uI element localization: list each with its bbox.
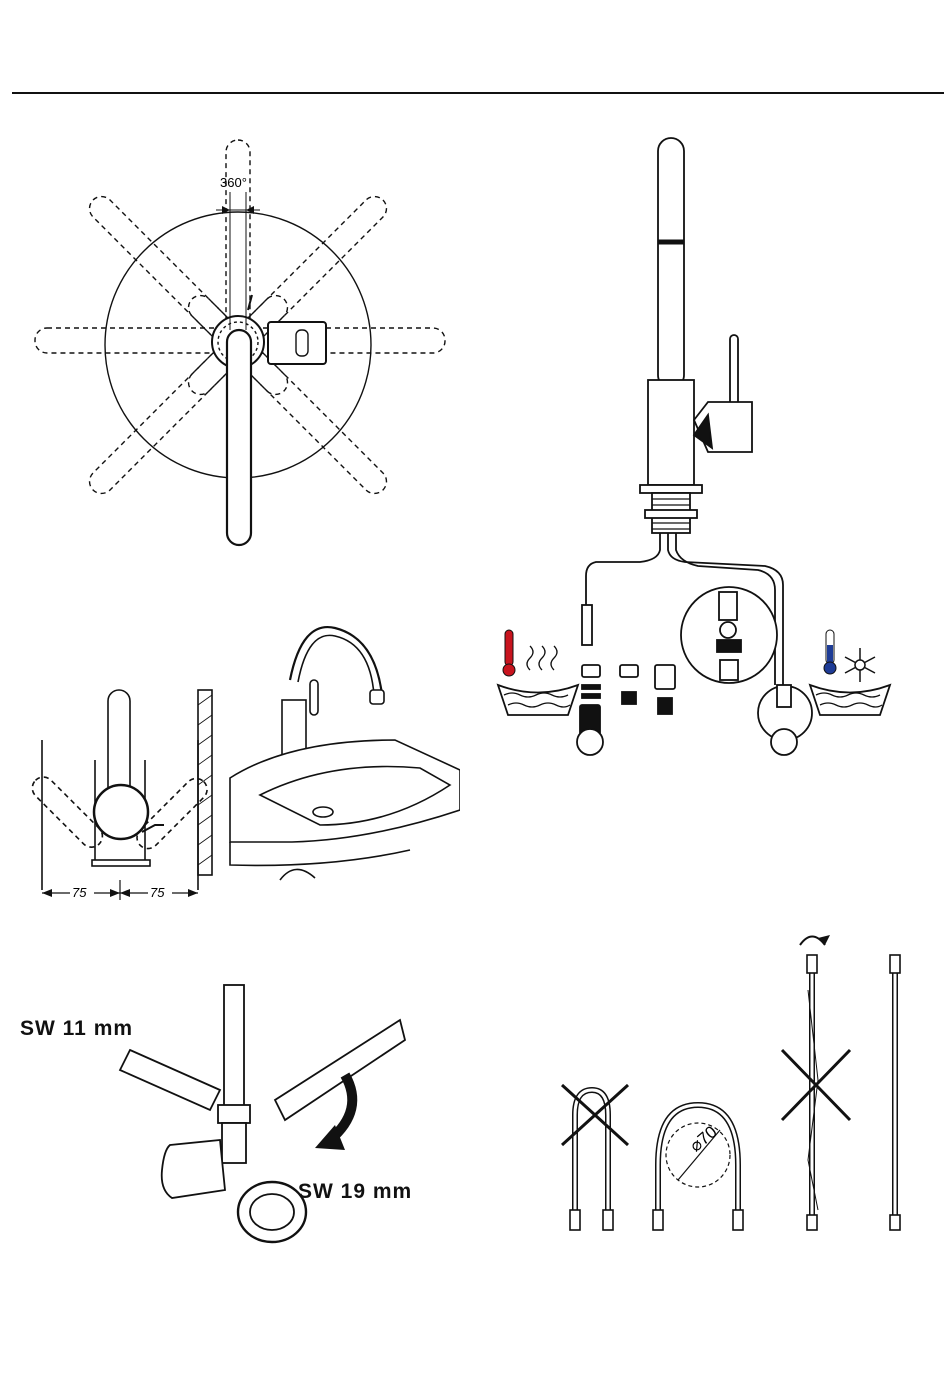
faucet-body (648, 380, 694, 485)
wrench-figure: SW 11 mm SW 19 mm (60, 980, 430, 1260)
supply-pipe (224, 985, 244, 1110)
hot-basin (498, 685, 578, 715)
spout-position-diag-c (85, 291, 293, 499)
wrench-small-label: SW 11 mm (20, 1017, 133, 1041)
wrench-small (120, 1050, 220, 1110)
snowflake-icon (845, 648, 875, 682)
swivel-range-drawing: 360° (30, 130, 450, 550)
fitting-adapter-1 (620, 665, 638, 677)
cold-basin (810, 685, 890, 715)
angle-valve-handle (162, 1140, 225, 1198)
spout-tube (658, 138, 684, 388)
clearance-figure: 75 75 (30, 610, 460, 910)
hose-hot (586, 533, 660, 610)
spout-current (227, 330, 251, 545)
wrench-large-label: SW 19 mm (298, 1180, 412, 1204)
fitting-adapter-2 (655, 665, 675, 689)
swivel-range-figure: 360° (30, 130, 450, 550)
clearance-right-dim: 75 (150, 885, 165, 900)
valve-cold (771, 729, 797, 755)
bend-diameter-label: ⌀70 (686, 1122, 721, 1155)
body-front-view (94, 785, 148, 839)
wrench-large (275, 1020, 405, 1120)
wash-basin (230, 740, 460, 842)
base-plate (640, 485, 702, 493)
thermometer-cold-icon (824, 630, 836, 674)
lever-top (268, 322, 326, 364)
header-rule (12, 92, 944, 94)
spout-position-diag-a (184, 192, 392, 400)
installation-overview-figure (490, 130, 910, 770)
valve-hot (577, 729, 603, 755)
hose-bending-figure: ⌀70 (550, 930, 930, 1260)
clearance-drawing: 75 75 (30, 610, 460, 910)
installation-drawing (490, 130, 910, 770)
angle-valve-body (222, 1123, 246, 1163)
fitting-hot-1 (582, 665, 600, 677)
clearance-left-dim: 75 (72, 885, 87, 900)
spout-position-diag-b (85, 192, 293, 400)
hose-bending-drawing: ⌀70 (550, 930, 930, 1260)
hose-correct-bend (658, 1105, 738, 1210)
rotation-angle-label: 360° (220, 175, 247, 190)
angle-valve-knob (238, 1182, 306, 1242)
thermometer-hot-icon (503, 630, 515, 676)
